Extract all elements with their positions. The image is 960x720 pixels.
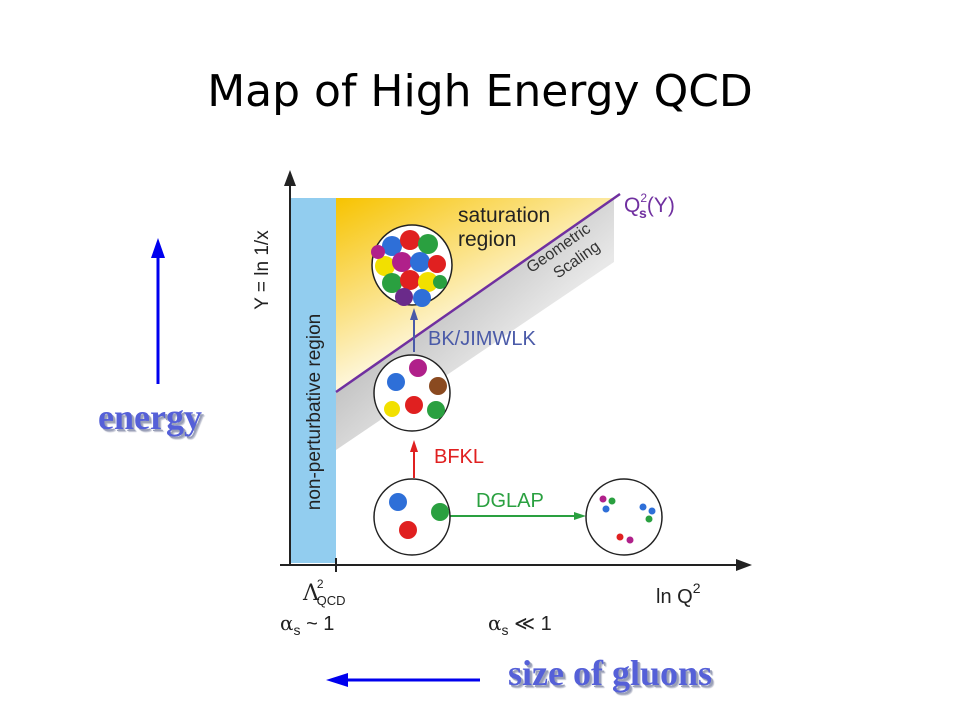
- y-axis-label: Y = ln 1/x: [252, 230, 273, 310]
- size-of-gluons-label: size of gluons: [508, 653, 713, 693]
- bk-jimwlk-arrowhead: [410, 308, 418, 320]
- small-gluons-hadron-circle: [585, 478, 663, 556]
- dilute-hadron-circle: [373, 478, 451, 556]
- non-perturbative-region-shape: [290, 198, 336, 563]
- dglap-label: DGLAP: [476, 490, 544, 512]
- dglap-arrowhead: [574, 512, 586, 520]
- alpha-strong-coupling-label: αs ~ 1: [280, 611, 334, 638]
- slide-title: Map of High Energy QCD: [207, 66, 753, 117]
- non-perturbative-region-label: non-perturbative region: [304, 314, 325, 510]
- alpha-weak-coupling-label: αs ≪ 1: [488, 611, 552, 638]
- saturation-region-label: saturation region: [458, 204, 556, 251]
- y-axis-arrowhead: [284, 170, 296, 186]
- x-axis-arrowhead: [736, 559, 752, 571]
- saturation-boundary-line: [335, 192, 621, 394]
- energy-arrow-head: [151, 238, 165, 258]
- bk-jimwlk-label: BK/JIMWLK: [428, 328, 536, 350]
- dense-hadron-circle: [371, 224, 453, 307]
- medium-hadron-circle: [373, 354, 451, 432]
- x-axis-label: ln Q2: [656, 580, 701, 608]
- bfkl-label: BFKL: [434, 446, 484, 468]
- bfkl-arrowhead: [410, 440, 418, 452]
- gluons-arrow-head: [326, 673, 348, 687]
- energy-label: energy: [98, 397, 202, 437]
